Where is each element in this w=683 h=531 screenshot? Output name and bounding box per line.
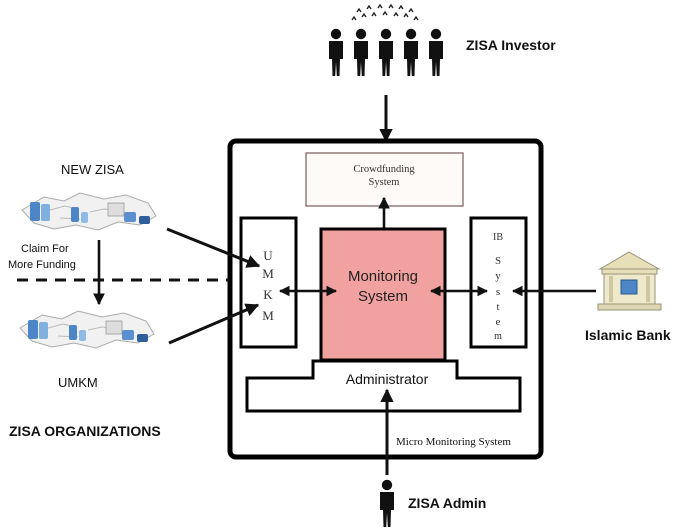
admin-person-icon <box>380 479 394 527</box>
administrator-label: Administrator <box>346 371 429 387</box>
ib-system-box <box>469 216 528 349</box>
umkm-letter: M <box>262 266 274 281</box>
umkm-letter: U <box>263 248 273 263</box>
monitoring-label-line1: Monitoring <box>348 268 418 285</box>
bank-label: Islamic Bank <box>585 327 671 343</box>
ib-letter: t <box>496 301 499 313</box>
crowdfunding-label-line1: Crowdfunding <box>353 164 415 175</box>
micro-monitoring-system-label: Micro Monitoring System <box>396 436 511 448</box>
new-zisa-map-icon <box>21 192 157 231</box>
umkm-map-icon <box>19 310 155 349</box>
ib-letter: m <box>494 331 502 342</box>
investor-label: ZISA Investor <box>466 37 556 53</box>
admin-label: ZISA Admin <box>408 495 486 511</box>
bank-building-icon <box>597 251 662 311</box>
monitoring-system-box <box>319 227 447 362</box>
umkm-vertical-label: U M K M <box>262 248 274 323</box>
ib-letter: IB <box>493 232 503 243</box>
arrow-new-zisa-to-umkm <box>166 227 261 268</box>
arrow-umkm-org-to-umkm <box>168 303 260 345</box>
ib-letter: s <box>496 286 500 298</box>
ib-letter: e <box>496 316 501 328</box>
umkm-letter: K <box>263 287 273 302</box>
zisa-organizations-label: ZISA ORGANIZATIONS <box>9 423 161 439</box>
ib-system-vertical-label: IB S y s t e m <box>493 232 503 342</box>
crowdfunding-label-line2: System <box>369 177 400 188</box>
ib-letter: y <box>495 270 501 282</box>
umkm-system-box <box>239 216 298 349</box>
investor-sparks <box>351 3 419 21</box>
new-zisa-label: NEW ZISA <box>61 162 124 177</box>
umkm-letter: M <box>262 308 274 323</box>
administrator-box <box>245 359 522 413</box>
umkm-org-label: UMKM <box>58 375 98 390</box>
claim-label-line2: More Funding <box>8 259 76 271</box>
claim-label-line1: Claim For <box>21 243 69 255</box>
investor-crowd-icon <box>329 3 443 76</box>
monitoring-label-line2: System <box>358 288 408 305</box>
ib-letter: S <box>495 255 501 267</box>
